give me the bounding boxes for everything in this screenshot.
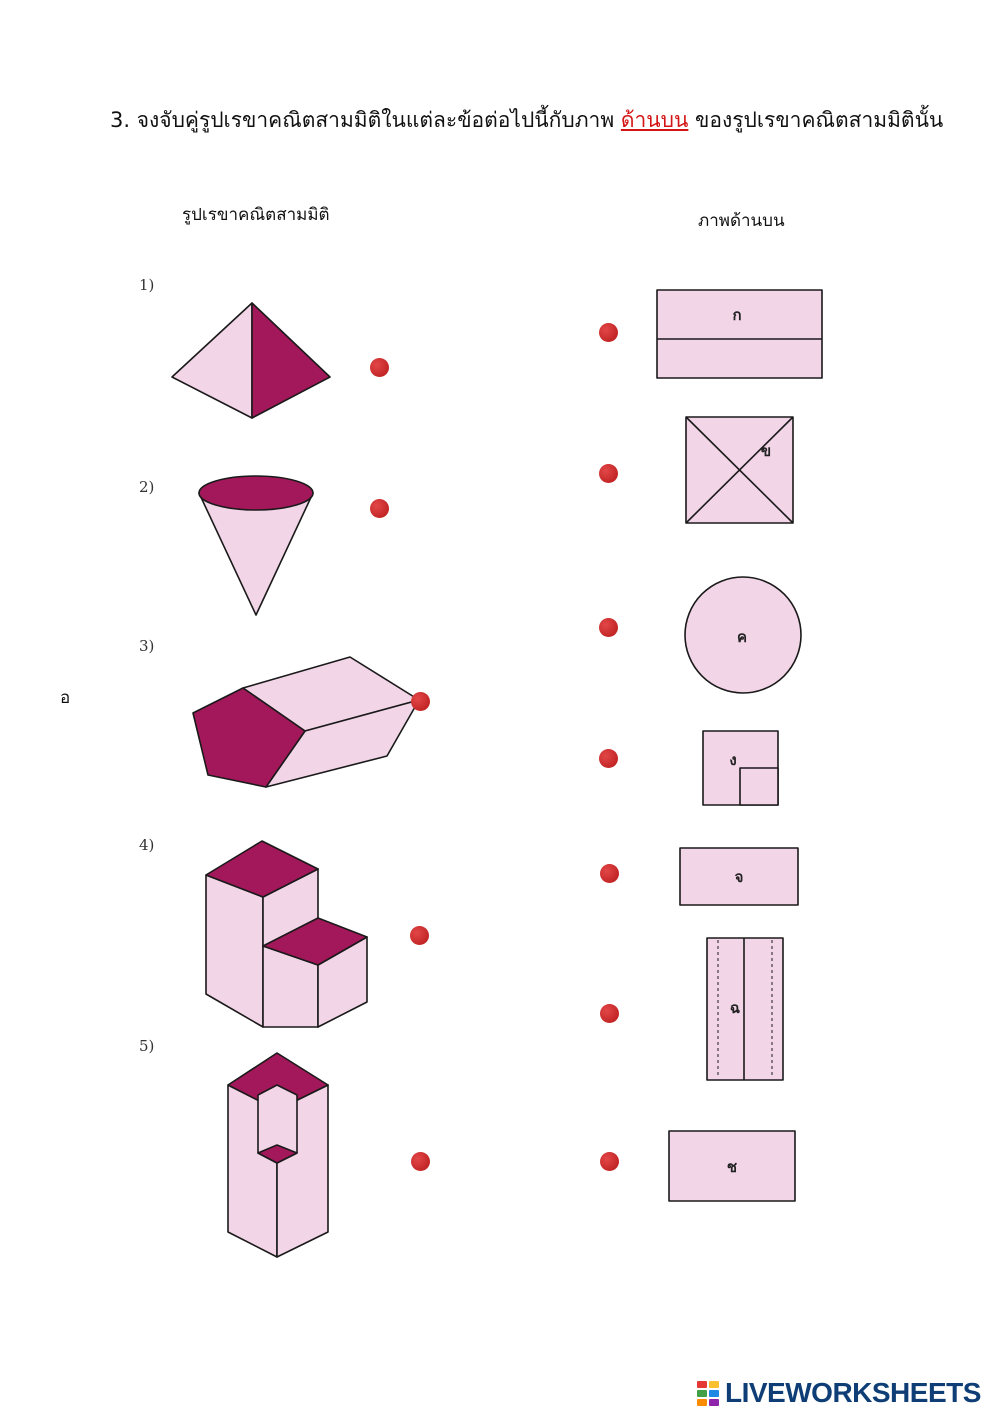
top-view-label-chho: ฉ — [730, 999, 740, 1017]
left-column-heading: รูปเรขาคณิตสามมิติ — [182, 205, 330, 225]
match-dot-shape-4[interactable] — [410, 926, 429, 945]
top-view-label-kho-khwai: ค — [737, 628, 747, 646]
liveworksheets-brand-text: LIVEWORKSHEETS — [725, 1377, 981, 1408]
match-dot-shape-5[interactable] — [411, 1152, 430, 1171]
top-view-kho-khwai-shape — [684, 576, 802, 694]
match-dot-top-view-cho-chang[interactable] — [600, 1152, 619, 1171]
match-dot-top-view-kho[interactable] — [599, 464, 618, 483]
l-shaped-block-shape — [205, 840, 368, 1028]
item-number-2: 2) — [139, 478, 155, 496]
top-view-cho-chang-shape — [668, 1130, 796, 1202]
match-dot-top-view-chho[interactable] — [600, 1004, 619, 1023]
right-column-heading: ภาพด้านบน — [698, 211, 785, 231]
title-suffix: ของรูปเรขาคณิตสามมิตินั้น — [688, 108, 944, 132]
match-dot-top-view-kho-khwai[interactable] — [599, 618, 618, 637]
top-view-ko-shape — [656, 289, 823, 379]
match-dot-shape-2[interactable] — [370, 499, 389, 518]
item-number-1: 1) — [139, 276, 155, 294]
title-prefix: 3. จงจับคู่รูปเรขาคณิตสามมิติในแต่ละข้อต… — [110, 108, 621, 132]
title-highlight: ด้านบน — [620, 108, 689, 132]
top-view-label-kho: ข — [761, 442, 771, 460]
match-dot-top-view-cho[interactable] — [600, 864, 619, 883]
item-number-3: 3) — [139, 637, 155, 655]
top-view-chho-shape — [706, 937, 784, 1081]
liveworksheets-logo: LIVEWORKSHEETS — [697, 1376, 981, 1410]
top-view-label-ko: ก — [732, 306, 741, 324]
match-dot-shape-1[interactable] — [370, 358, 389, 377]
match-dot-top-view-ko[interactable] — [599, 323, 618, 342]
top-view-label-ngo: ง — [729, 751, 736, 769]
cone-shape — [198, 475, 314, 616]
top-view-kho-shape — [685, 416, 794, 524]
instruction-title: 3. จงจับคู่รูปเรขาคณิตสามมิติในแต่ละข้อต… — [110, 104, 960, 137]
hollow-column-shape — [227, 1052, 329, 1258]
pyramid-shape — [171, 302, 331, 419]
stray-character: อ — [60, 688, 71, 708]
match-dot-shape-3[interactable] — [411, 692, 430, 711]
liveworksheets-logo-icon — [697, 1380, 719, 1406]
top-view-ngo-shape — [702, 730, 779, 806]
item-number-5: 5) — [139, 1037, 155, 1055]
top-view-cho-shape — [679, 847, 799, 906]
top-view-label-cho: จ — [735, 868, 744, 886]
item-number-4: 4) — [139, 836, 155, 854]
pentagonal-prism-shape — [192, 656, 420, 788]
top-view-label-cho-chang: ช — [727, 1158, 737, 1176]
match-dot-top-view-ngo[interactable] — [599, 749, 618, 768]
